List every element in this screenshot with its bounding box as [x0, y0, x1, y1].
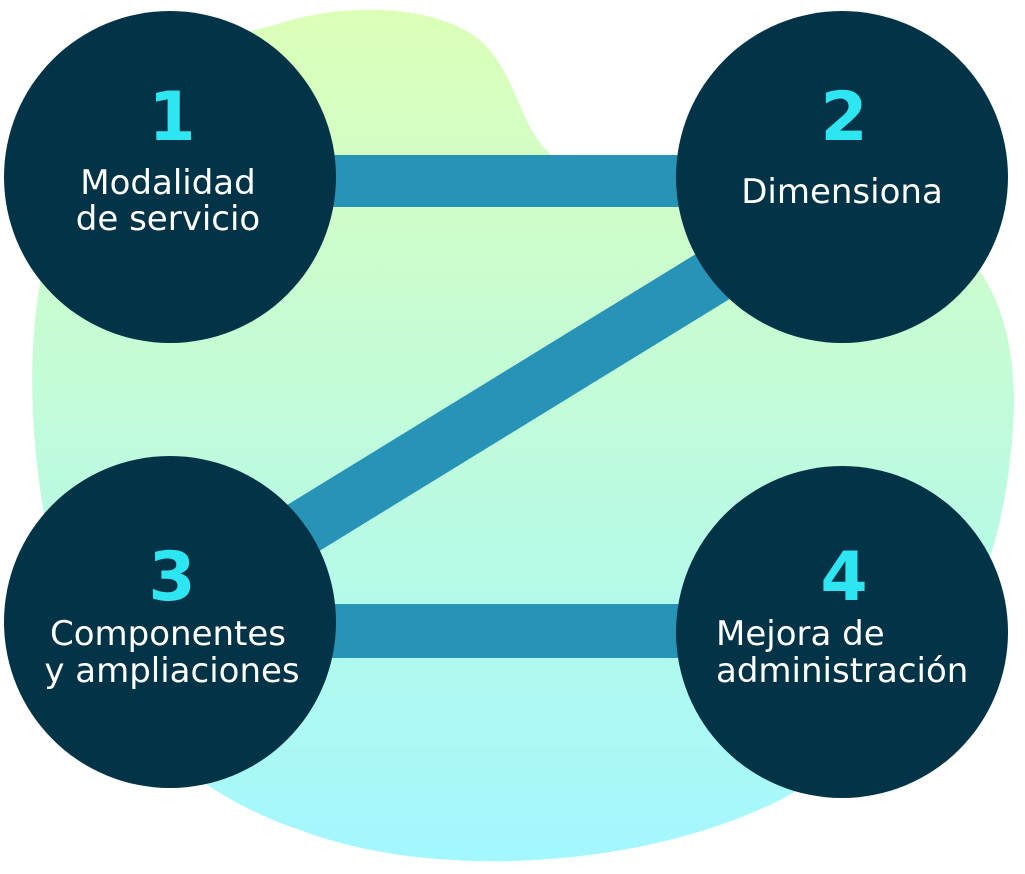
connector-3-4 [300, 604, 720, 658]
step-1: 1 Modalidad de servicio [4, 11, 336, 343]
step-circle [676, 11, 1008, 343]
step-label-line-2: de servicio [76, 199, 260, 239]
step-circle [4, 11, 336, 343]
step-label-line-1: Modalidad [80, 163, 255, 203]
step-circle [4, 456, 336, 788]
connector-2-3 [285, 248, 735, 554]
step-label-line-2: administración [716, 651, 968, 691]
step-label-line-1: Componentes [50, 614, 286, 654]
step-2: 2 Dimensiona [676, 11, 1008, 343]
step-label-line-1: Dimensiona [741, 172, 943, 212]
step-number: 2 [820, 78, 867, 157]
step-3: 3 Componentes y ampliaciones [4, 456, 336, 788]
connector-1-2 [300, 155, 720, 207]
step-label-line-2: y ampliaciones [44, 651, 299, 691]
step-4: 4 Mejora de administración [676, 466, 1008, 798]
step-number: 1 [148, 78, 195, 157]
step-label-line-1: Mejora de [716, 614, 885, 654]
step-number: 4 [820, 538, 867, 617]
step-number: 3 [148, 538, 195, 617]
connectors [285, 155, 735, 658]
step-circle [676, 466, 1008, 798]
